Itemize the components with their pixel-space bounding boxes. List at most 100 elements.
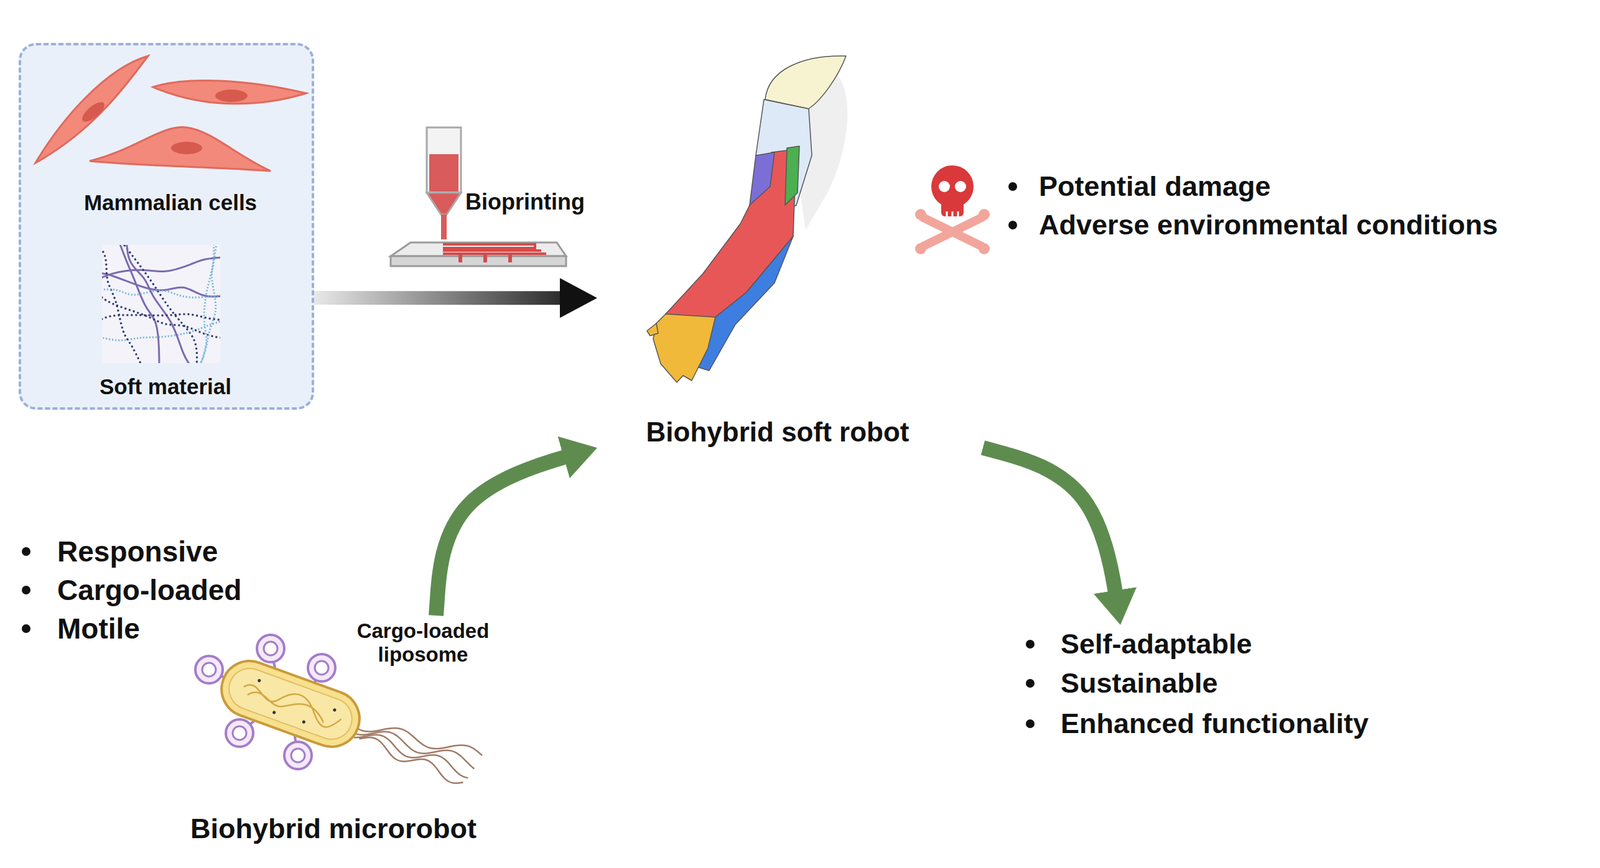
fiber-network — [88, 228, 240, 380]
cell-illustration — [35, 55, 307, 172]
material-panel: Mammalian cellsSoft material — [18, 42, 315, 410]
bacterium-illustration-part — [213, 653, 368, 755]
bacterium-illustration-part-part — [225, 719, 254, 748]
process-label: Bioprinting — [465, 189, 585, 215]
caption-label: Biohybrid microrobot — [190, 813, 477, 846]
arm-illustration-part — [749, 152, 775, 206]
bullet-dot — [1008, 220, 1018, 230]
cell-illustration-part — [89, 127, 271, 172]
fiber-strand — [102, 256, 221, 285]
bioprinter-icon-part — [460, 255, 511, 263]
hazard-icon — [915, 165, 990, 255]
hazard-icon-part — [938, 181, 950, 193]
bullet-dot — [1025, 679, 1035, 689]
bioprinter-icon-part — [390, 256, 567, 267]
bacterium-illustration-part-part — [301, 720, 306, 725]
outcome-list: Self-adaptableSustainableEnhanced functi… — [1020, 625, 1456, 750]
bacterium-illustration-part-part — [332, 708, 337, 713]
bacterium-illustration-part-part — [257, 678, 262, 683]
panel-fill — [18, 42, 315, 410]
hazard-icon-part — [941, 197, 964, 217]
fiber-strand — [195, 245, 218, 364]
bioprinter-icon-part — [426, 192, 461, 215]
flagellum — [353, 735, 468, 779]
hazard-icon-part — [946, 211, 959, 217]
fiber-strand — [126, 245, 193, 364]
bacterium-illustration-part-part — [263, 641, 278, 656]
hazard-icon-part — [915, 209, 927, 221]
panel-label: Mammalian cells — [83, 190, 257, 216]
bacterium-illustration-part — [195, 635, 336, 770]
fiber-strand — [102, 314, 221, 321]
hazard-icon-part — [923, 217, 982, 247]
bacterium-illustration-part-part — [213, 653, 368, 755]
figure-group: Biohybrid soft robot — [597, 49, 983, 461]
connector-layer-part — [314, 297, 1121, 626]
bacterium-illustration-part-part — [232, 726, 247, 741]
bullet-dot — [21, 586, 31, 595]
bullet-text: Motile — [57, 612, 140, 646]
hazard-icon-part — [915, 243, 927, 255]
fiber-strand — [102, 273, 221, 297]
cell-illustration-part — [153, 80, 307, 104]
bacterium-illustration-part-part — [291, 748, 305, 763]
hazard-icon-part — [954, 181, 967, 193]
bullet-dot — [1025, 719, 1035, 729]
bullet-text: Self-adaptable — [1060, 628, 1253, 661]
bacterium-illustration-part-part — [256, 635, 285, 663]
bacterium-illustration-part — [202, 641, 329, 763]
fiber-strand — [102, 245, 148, 364]
bioprinter-icon-part — [390, 242, 567, 257]
bacterium-illustration-part-part — [223, 663, 358, 746]
arm-illustration-part — [646, 323, 659, 336]
arm-illustration-part — [653, 314, 716, 383]
flagellum — [359, 737, 464, 784]
bacterium-illustration-part-part — [240, 676, 345, 732]
bullet-text: Responsive — [57, 535, 218, 569]
bullet-dot — [21, 624, 31, 634]
caption-label: Soft material — [99, 374, 232, 400]
figure-group: Cargo-loaded liposomeBiohybrid microrobo… — [174, 615, 507, 859]
bacterium-illustration-part-part — [314, 661, 329, 675]
arm-illustration-part — [696, 236, 794, 371]
arm-illustration-part — [765, 55, 847, 109]
fiber-network-part — [102, 245, 221, 364]
bacterium-illustration-part-part — [307, 654, 336, 682]
cell-illustration-part — [79, 98, 107, 126]
arm-illustration-part — [665, 149, 797, 324]
bullet-dot — [1008, 182, 1018, 191]
process-arrow — [314, 291, 598, 305]
cell-illustration-part — [171, 141, 203, 155]
bacterium-illustration-part — [348, 721, 483, 784]
hazard-icon-part — [978, 209, 990, 221]
bioprinter-icon-part — [441, 214, 447, 240]
flow-arrow — [982, 447, 1121, 626]
bacterium-illustration-part-part — [195, 656, 223, 684]
hazard-icon-part — [978, 243, 990, 255]
bullet-text: Potential damage — [1038, 170, 1271, 203]
caption-label: Cargo-loaded liposome — [345, 619, 501, 667]
bacterium-illustration-part-part — [284, 742, 312, 770]
fiber-strand — [116, 245, 160, 364]
hazard-icon-part — [923, 217, 982, 247]
bullet-text: Cargo-loaded — [57, 574, 242, 608]
arm-illustration — [646, 55, 848, 383]
arm-illustration-part — [785, 146, 800, 206]
bioprinter-icon-part — [426, 127, 461, 193]
caption-label: Biohybrid soft robot — [646, 416, 910, 449]
fiber-strand — [102, 317, 221, 341]
fiber-strand — [102, 289, 221, 298]
bullet-text: Enhanced functionality — [1060, 707, 1369, 741]
bacterium-illustration-part-part — [271, 711, 276, 715]
fiber-network-part — [102, 245, 221, 364]
cell-illustration-part — [215, 89, 248, 103]
flow-arrow — [436, 447, 598, 616]
bullet-dot — [1025, 640, 1035, 649]
flagellum — [348, 721, 483, 756]
bioprinter-icon-part — [429, 154, 459, 192]
fiber-strand — [195, 245, 214, 364]
bioprinter-icon-part — [442, 244, 547, 254]
bacterium-illustration-part-part — [202, 663, 216, 677]
